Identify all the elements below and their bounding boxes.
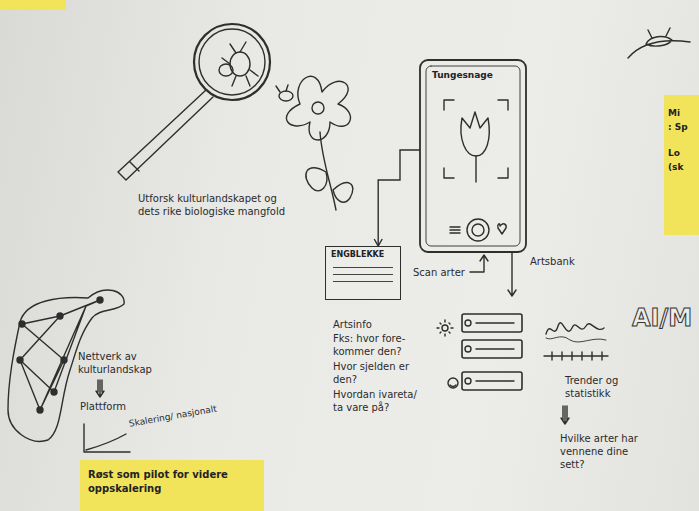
text-line bbox=[333, 267, 393, 268]
connector bbox=[378, 150, 420, 246]
annotation: Artsbank bbox=[530, 255, 590, 268]
annotation: Nettverk av kulturlandskap bbox=[78, 350, 168, 376]
annotation: Hvordan ivareta/ ta vare på? bbox=[333, 388, 428, 414]
heading-fragment: AI/M bbox=[632, 304, 694, 332]
annotation: Plattform bbox=[80, 400, 160, 413]
annotation: Scan arter bbox=[413, 266, 473, 279]
annotation: Hvilke arter har vennene dine sett? bbox=[560, 432, 640, 471]
annotation: Artsinfo bbox=[333, 318, 423, 331]
phone-screen: Tungesnage bbox=[420, 60, 526, 252]
text-line bbox=[333, 274, 393, 275]
sticky-note: Mi : Sp Lo (sk bbox=[664, 95, 699, 235]
note-text: Røst som pilot for videre oppskalering bbox=[88, 468, 238, 495]
note-text: : Sp bbox=[668, 121, 695, 133]
annotation: Fks: hvor fore-kommer den? bbox=[333, 332, 428, 358]
card-title: ENGBLEKKE bbox=[331, 250, 395, 261]
species-card: ENGBLEKKE bbox=[325, 246, 401, 300]
arrowhead bbox=[374, 239, 382, 246]
annotation: Hvor sjelden er den? bbox=[333, 360, 428, 386]
note-text: Mi bbox=[668, 107, 695, 119]
note-text: Lo bbox=[668, 147, 695, 159]
sticky-note: Røst som pilot for videre oppskalering bbox=[80, 460, 264, 511]
tagline: Utforsk kulturlandskapet og dets rike bi… bbox=[138, 192, 288, 218]
annotation: Trender og statistikk bbox=[565, 374, 640, 400]
text-line bbox=[333, 281, 393, 282]
note-text: (sk bbox=[668, 161, 695, 173]
app-name: Tungesnage bbox=[432, 69, 514, 81]
